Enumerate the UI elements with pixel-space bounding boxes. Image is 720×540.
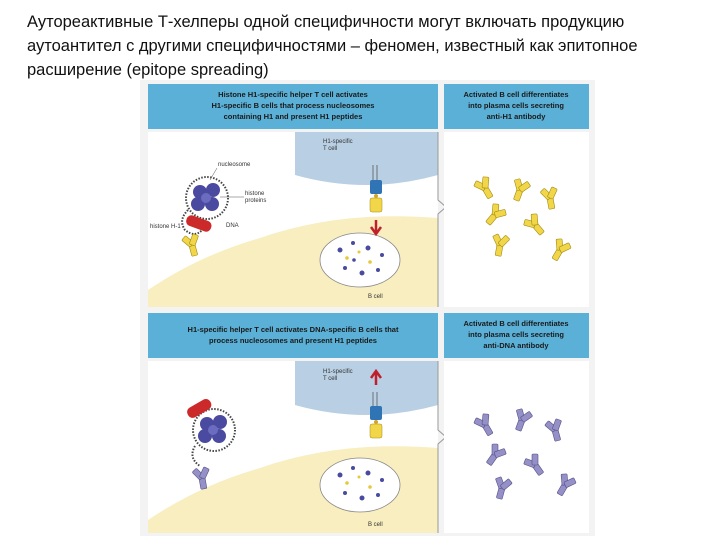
bottom-right-header-bg bbox=[444, 313, 589, 358]
bottom-right-header-line-2: into plasma cells secreting bbox=[468, 330, 564, 339]
bottom-t-cell bbox=[295, 361, 438, 415]
bottom-right-header-line-3: anti-DNA antibody bbox=[483, 341, 549, 350]
bottom-left-header-line-1: H1-specific helper T cell activates DNA-… bbox=[188, 325, 399, 334]
top-right-header-line-1: Activated B cell differentiates bbox=[463, 90, 568, 99]
top-left-header-line-2: H1-specific B cells that process nucleos… bbox=[212, 101, 375, 110]
top-histone-h1 bbox=[186, 215, 212, 232]
bottom-left-header-bg bbox=[148, 313, 438, 358]
top-endosome-peptides bbox=[345, 250, 372, 264]
top-histone-proteins-label-1: histone bbox=[245, 191, 265, 197]
epitope-spreading-figure: Histone H1-specific helper T cell activa… bbox=[140, 80, 595, 536]
top-b-cell-label: B cell bbox=[368, 294, 383, 300]
bottom-t-cell-label-1: H1-specific bbox=[323, 369, 353, 375]
top-tcr bbox=[370, 180, 382, 194]
bottom-endosome bbox=[319, 457, 401, 513]
top-panel: Histone H1-specific helper T cell activa… bbox=[148, 84, 589, 307]
bottom-signal-arrow bbox=[369, 368, 383, 385]
top-t-cell-label-1: H1-specific bbox=[323, 139, 353, 145]
bottom-histone-h1 bbox=[187, 399, 212, 418]
bottom-tcr bbox=[370, 406, 382, 420]
top-mhc bbox=[369, 197, 383, 213]
top-right-header-line-3: anti-H1 antibody bbox=[487, 112, 547, 121]
bottom-right-scene-bg bbox=[444, 361, 589, 533]
top-right-header-line-2: into plasma cells secreting bbox=[468, 101, 564, 110]
bottom-nucleosome bbox=[187, 399, 236, 467]
top-endosome-particles bbox=[337, 241, 384, 276]
top-left-header-bg bbox=[148, 84, 438, 129]
top-right-header-bg bbox=[444, 84, 589, 129]
bottom-panel: H1-specific helper T cell activates DNA-… bbox=[148, 313, 589, 533]
top-histone-h1-label: histone H-1 bbox=[150, 224, 181, 230]
top-t-cell-label-2: T cell bbox=[323, 146, 337, 152]
bottom-t-cell-label-2: T cell bbox=[323, 376, 337, 382]
top-signal-arrow bbox=[369, 220, 383, 237]
top-dna-label: DNA bbox=[226, 223, 239, 229]
top-left-header-line-3: containing H1 and present H1 peptides bbox=[224, 112, 363, 121]
bottom-right-header-line-1: Activated B cell differentiates bbox=[463, 319, 568, 328]
top-endosome bbox=[319, 232, 401, 288]
bottom-endosome-particles bbox=[337, 466, 384, 501]
top-t-cell bbox=[295, 132, 438, 185]
slide-text: Аутореактивные Т-хелперы одной специфичн… bbox=[27, 13, 638, 79]
bottom-endosome-peptides bbox=[345, 475, 372, 489]
top-nucleosome-label: nucleosome bbox=[218, 162, 251, 168]
bottom-mhc bbox=[369, 423, 383, 439]
figure-svg: Histone H1-specific helper T cell activa… bbox=[148, 84, 589, 533]
top-left-header-line-1: Histone H1-specific helper T cell activa… bbox=[218, 90, 368, 99]
top-nucleosome bbox=[181, 176, 229, 235]
bottom-left-header-line-2: process nucleosomes and present H1 pepti… bbox=[209, 336, 377, 345]
top-histone-proteins-label-2: proteins bbox=[245, 198, 266, 204]
bottom-b-cell-label: B cell bbox=[368, 522, 383, 528]
top-right-scene-bg bbox=[444, 132, 589, 307]
